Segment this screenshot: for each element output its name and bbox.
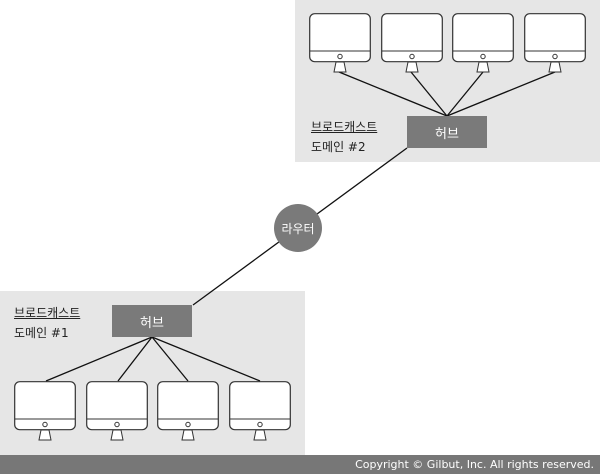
router: 라우터 (274, 204, 322, 252)
monitor-icon (157, 381, 219, 441)
link-line (446, 71, 556, 117)
label-line: 브로드캐스트 (311, 120, 378, 134)
monitor-icon (381, 13, 443, 73)
link-line (117, 336, 153, 382)
domain-1-label: 브로드캐스트 도메인 #1 (14, 303, 80, 343)
link-line (446, 71, 484, 117)
monitor-icon (229, 381, 291, 441)
monitor-icon (14, 381, 76, 441)
link-line (151, 336, 189, 382)
hub-1: 허브 (112, 305, 192, 337)
link-line (151, 336, 261, 382)
link-line (45, 336, 153, 382)
label-line: 도메인 #2 (311, 140, 366, 154)
monitor-icon (452, 13, 514, 73)
label-line: 도메인 #1 (14, 326, 69, 340)
label-line: 브로드캐스트 (14, 306, 81, 320)
hub-2: 허브 (407, 116, 487, 148)
link-line (338, 71, 448, 117)
domain-2-label: 브로드캐스트 도메인 #2 (311, 117, 377, 157)
copyright-footer: Copyright © Gilbut, Inc. All rights rese… (0, 455, 600, 474)
monitor-icon (86, 381, 148, 441)
link-line (410, 71, 448, 117)
monitor-icon (524, 13, 586, 73)
monitor-icon (309, 13, 371, 73)
